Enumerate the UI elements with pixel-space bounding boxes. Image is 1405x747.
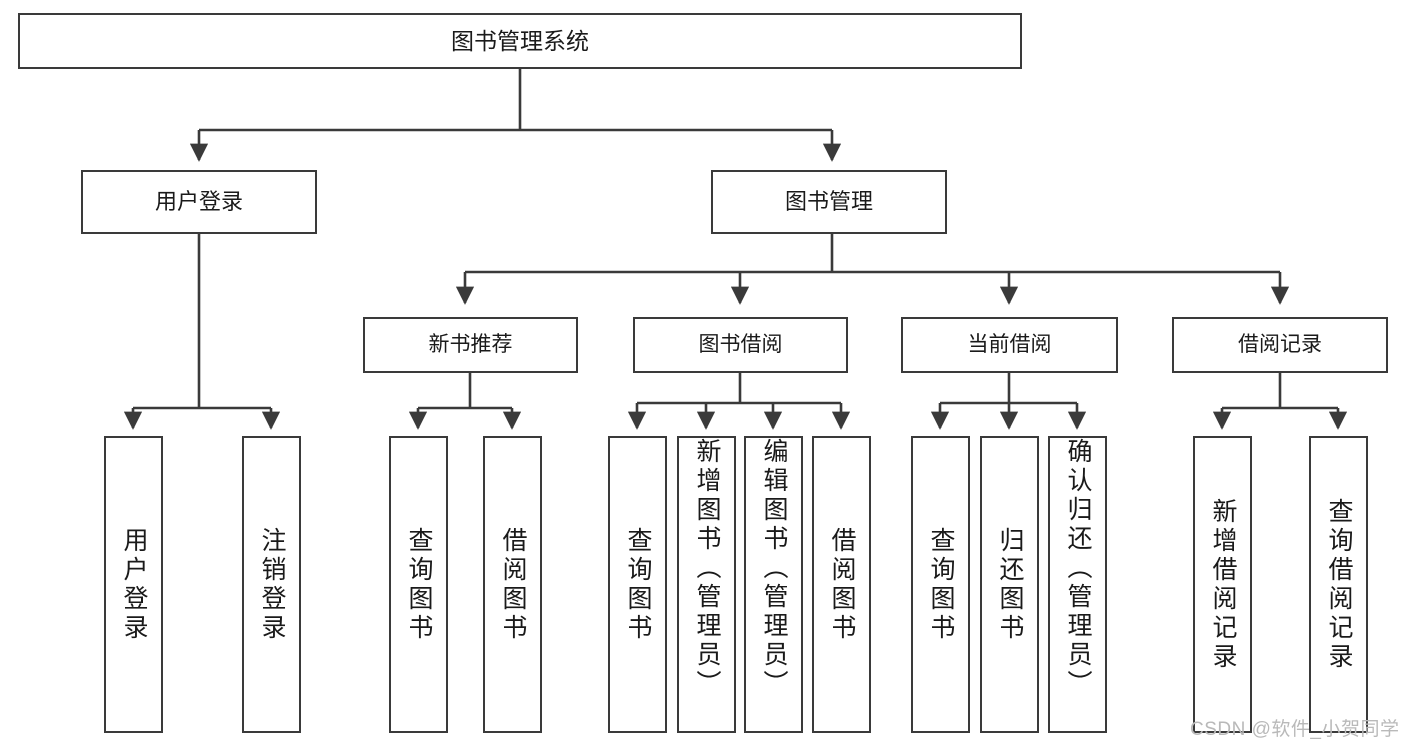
node-leaf-borrow-book-2-label: 借阅图书 (828, 526, 856, 643)
node-leaf-user-login-label: 用户登录 (120, 526, 148, 643)
node-current-borrow[interactable]: 当前借阅 (901, 317, 1118, 373)
node-leaf-logout[interactable]: 注销登录 (242, 436, 301, 733)
node-new-book-rec[interactable]: 新书推荐 (363, 317, 578, 373)
node-leaf-query-book-2[interactable]: 查询图书 (608, 436, 667, 733)
csdn-watermark: CSDN @软件_小贺同学 (1190, 719, 1400, 740)
node-leaf-return-book[interactable]: 归还图书 (980, 436, 1039, 733)
node-leaf-query-record-label: 查询借阅记录 (1325, 497, 1353, 672)
node-leaf-query-book-3-label: 查询图书 (927, 526, 955, 643)
node-leaf-confirm-return[interactable]: 确认归还（管理员） (1048, 436, 1107, 733)
node-root[interactable]: 图书管理系统 (18, 13, 1022, 69)
node-leaf-add-record-label: 新增借阅记录 (1209, 497, 1237, 672)
node-book-borrow[interactable]: 图书借阅 (633, 317, 848, 373)
node-leaf-query-book-1-label: 查询图书 (405, 526, 433, 643)
node-leaf-query-book-1[interactable]: 查询图书 (389, 436, 448, 733)
node-leaf-confirm-return-label: 确认归还（管理员） (1064, 438, 1092, 699)
node-leaf-borrow-book-1[interactable]: 借阅图书 (483, 436, 542, 733)
node-root-label: 图书管理系统 (451, 27, 589, 54)
node-borrow-record[interactable]: 借阅记录 (1172, 317, 1388, 373)
node-user-login[interactable]: 用户登录 (81, 170, 317, 234)
node-current-borrow-label: 当前借阅 (967, 332, 1052, 356)
node-leaf-add-book-label: 新增图书（管理员） (693, 438, 721, 699)
node-leaf-add-record[interactable]: 新增借阅记录 (1193, 436, 1252, 733)
node-leaf-borrow-book-2[interactable]: 借阅图书 (812, 436, 871, 733)
node-leaf-borrow-book-1-label: 借阅图书 (499, 526, 527, 643)
node-borrow-record-label: 借阅记录 (1238, 332, 1322, 356)
node-leaf-query-book-2-label: 查询图书 (624, 526, 652, 643)
node-leaf-user-login[interactable]: 用户登录 (104, 436, 163, 733)
node-new-book-rec-label: 新书推荐 (428, 332, 513, 356)
node-leaf-logout-label: 注销登录 (258, 526, 286, 643)
node-user-login-label: 用户登录 (154, 189, 243, 215)
node-leaf-query-book-3[interactable]: 查询图书 (911, 436, 970, 733)
node-leaf-edit-book-label: 编辑图书（管理员） (760, 438, 788, 699)
node-book-manage[interactable]: 图书管理 (711, 170, 947, 234)
node-leaf-add-book[interactable]: 新增图书（管理员） (677, 436, 736, 733)
node-leaf-edit-book[interactable]: 编辑图书（管理员） (744, 436, 803, 733)
node-book-manage-label: 图书管理 (784, 189, 873, 215)
node-book-borrow-label: 图书借阅 (698, 332, 783, 356)
node-leaf-return-book-label: 归还图书 (996, 526, 1024, 643)
node-leaf-query-record[interactable]: 查询借阅记录 (1309, 436, 1368, 733)
